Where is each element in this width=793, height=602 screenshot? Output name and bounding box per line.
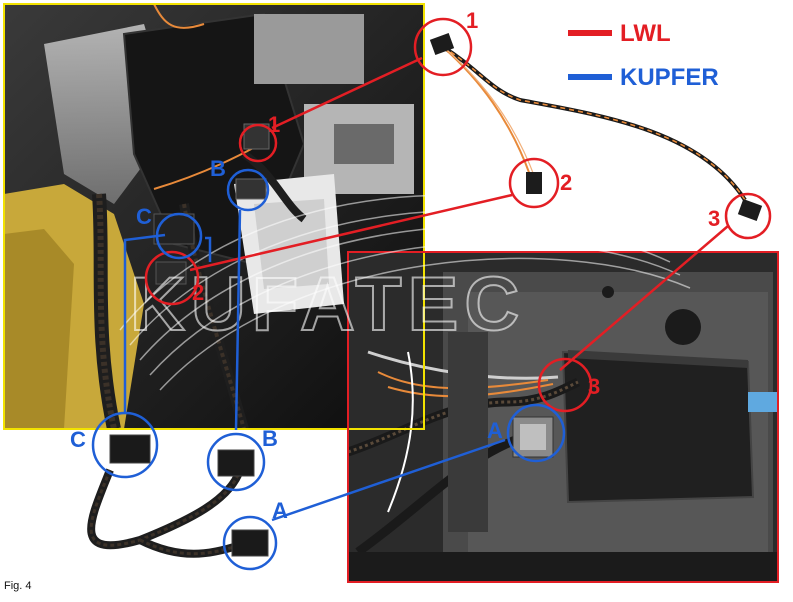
figure-caption: Fig. 4: [4, 580, 32, 592]
label-2-cable: 2: [560, 170, 572, 195]
kupfer-connection-lines: [123, 209, 506, 522]
lwl-legend-label: LWL: [620, 20, 671, 47]
label-2-vehicle: 2: [192, 280, 204, 305]
control-unit-photo: [348, 252, 778, 582]
copper-harness-illustration: [87, 434, 269, 558]
fiber-cable-illustration: [429, 33, 763, 221]
label-c-vehicle: C: [136, 204, 152, 229]
right-photo-border: [347, 251, 779, 583]
lwl-callout-circles: [144, 17, 772, 413]
lwl-number-labels: 1 2 3 1 2 3: [192, 8, 720, 399]
label-1-cable: 1: [466, 8, 478, 33]
vehicle-interior-photo: [4, 4, 424, 429]
lwl-connection-lines: [189, 56, 729, 371]
watermark-text: KUFATEC: [130, 262, 525, 347]
control-unit-illustration: [348, 252, 778, 582]
legend: LWL KUPFER: [568, 20, 719, 91]
label-a-harness: A: [272, 498, 288, 523]
kupfer-letter-labels: A B C A B C: [70, 156, 503, 523]
watermark-swoosh: [119, 194, 691, 391]
label-3-cable: 3: [708, 206, 720, 231]
label-1-vehicle: 1: [268, 112, 280, 137]
left-photo-border: [3, 3, 425, 430]
label-b-vehicle: B: [210, 156, 226, 181]
label-b-harness: B: [262, 426, 278, 451]
kupfer-legend-label: KUPFER: [620, 64, 719, 91]
label-3-unit: 3: [588, 374, 600, 399]
kupfer-callout-circles: [91, 168, 566, 571]
label-c-harness: C: [70, 427, 86, 452]
vehicle-interior-illustration: [4, 4, 424, 429]
label-a-unit: A: [487, 418, 503, 443]
